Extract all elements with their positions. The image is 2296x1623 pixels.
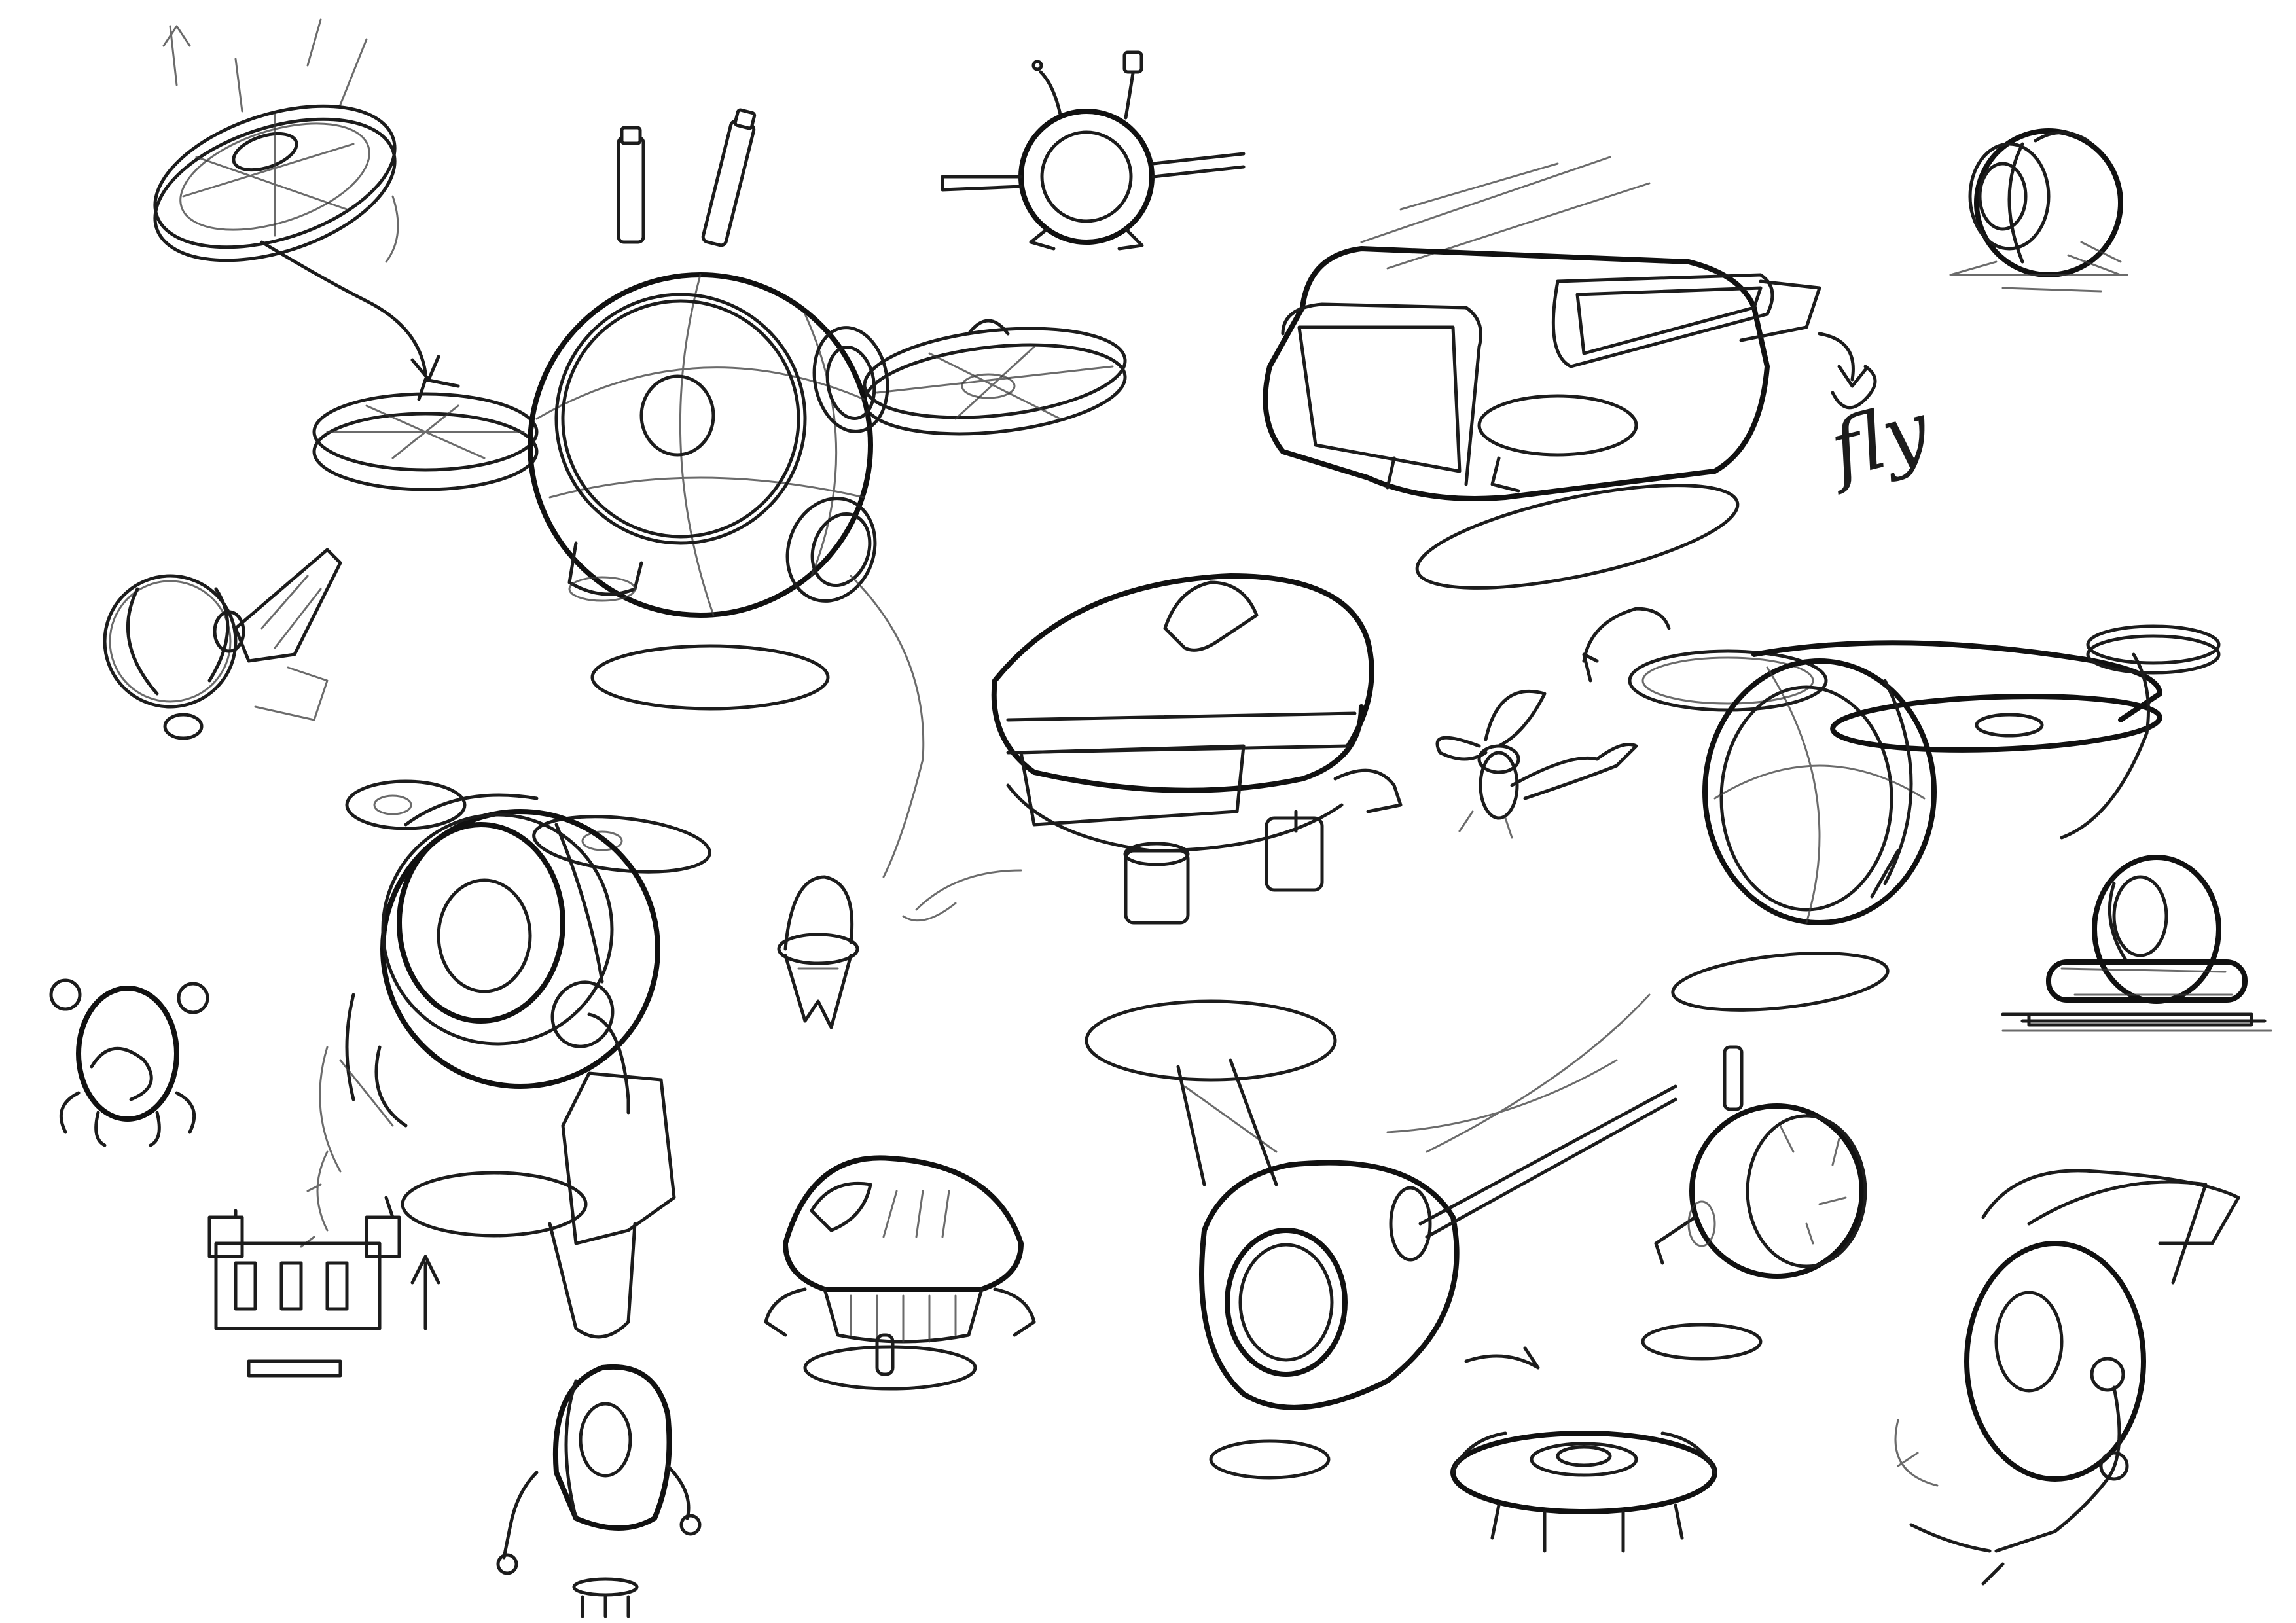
capsule-bot	[496, 1364, 702, 1618]
ball-bot-side-arm	[1654, 1045, 1867, 1279]
round-bot-with-wing	[103, 548, 342, 740]
cross-arm-drone	[941, 50, 1246, 251]
probe-drone	[1085, 993, 1677, 1480]
sphere-drone-twin-rotor	[153, 18, 1127, 878]
hooded-claw-bot	[1894, 1169, 2240, 1586]
fly-note: fly	[1817, 384, 1939, 497]
saucer-walker	[1450, 1323, 1763, 1553]
cone-pod	[777, 875, 859, 1029]
shell-crawler	[902, 573, 1403, 925]
camera-pod	[1949, 128, 2128, 293]
rotor-disc-detail	[153, 18, 440, 382]
winged-micro-bot	[1435, 689, 1638, 839]
egg-pod-on-base	[2001, 855, 2272, 1032]
sphere-bot-rotor-ears	[300, 779, 711, 1339]
battery-pack	[207, 1196, 440, 1378]
egg-helicopter-drone	[1582, 607, 2221, 1012]
turtle-bot	[49, 978, 209, 1147]
dome-crawler	[764, 1155, 1036, 1391]
boxy-hover-vehicle	[1263, 156, 1877, 590]
